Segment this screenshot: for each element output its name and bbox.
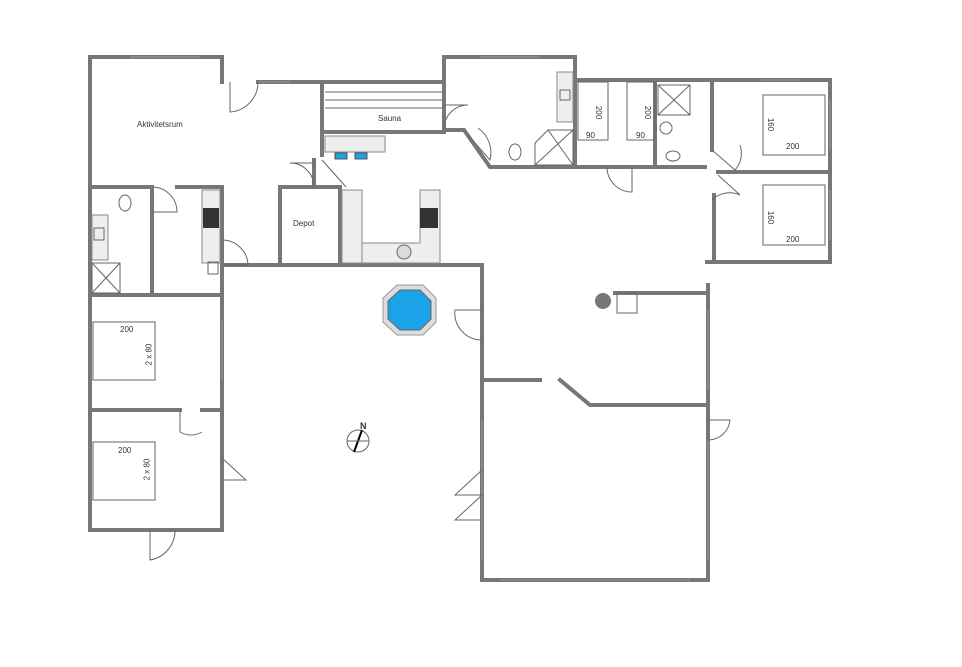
room-label-depot: Depot xyxy=(293,219,315,228)
bed-width: 2 x 80 xyxy=(142,458,152,481)
bed-width: 160 xyxy=(766,117,776,132)
compass-north-label: N xyxy=(360,421,367,431)
fireplace xyxy=(595,292,638,314)
bed-width: 2 x 80 xyxy=(144,343,154,366)
bed-length: 200 xyxy=(118,446,132,455)
bed-length: 200 xyxy=(120,325,134,334)
room-label-activity: Aktivitetsrum xyxy=(137,120,183,129)
room-label-sauna: Sauna xyxy=(378,114,402,123)
bed-length: 200 xyxy=(594,105,604,120)
bed-length: 200 xyxy=(643,105,653,120)
sauna-benches xyxy=(324,91,442,160)
bed-width: 160 xyxy=(766,210,776,225)
bed-length: 200 xyxy=(786,142,800,151)
bathroom-fixtures xyxy=(91,84,691,294)
windows xyxy=(130,56,831,581)
beds xyxy=(92,81,826,501)
bed-width: 90 xyxy=(636,131,645,140)
kitchen-counters xyxy=(201,71,574,275)
doors xyxy=(149,81,742,561)
bed-width: 90 xyxy=(586,131,595,140)
walls xyxy=(88,55,832,582)
compass-icon xyxy=(346,429,370,453)
hot-tub xyxy=(382,284,437,336)
bed-length: 200 xyxy=(786,235,800,244)
